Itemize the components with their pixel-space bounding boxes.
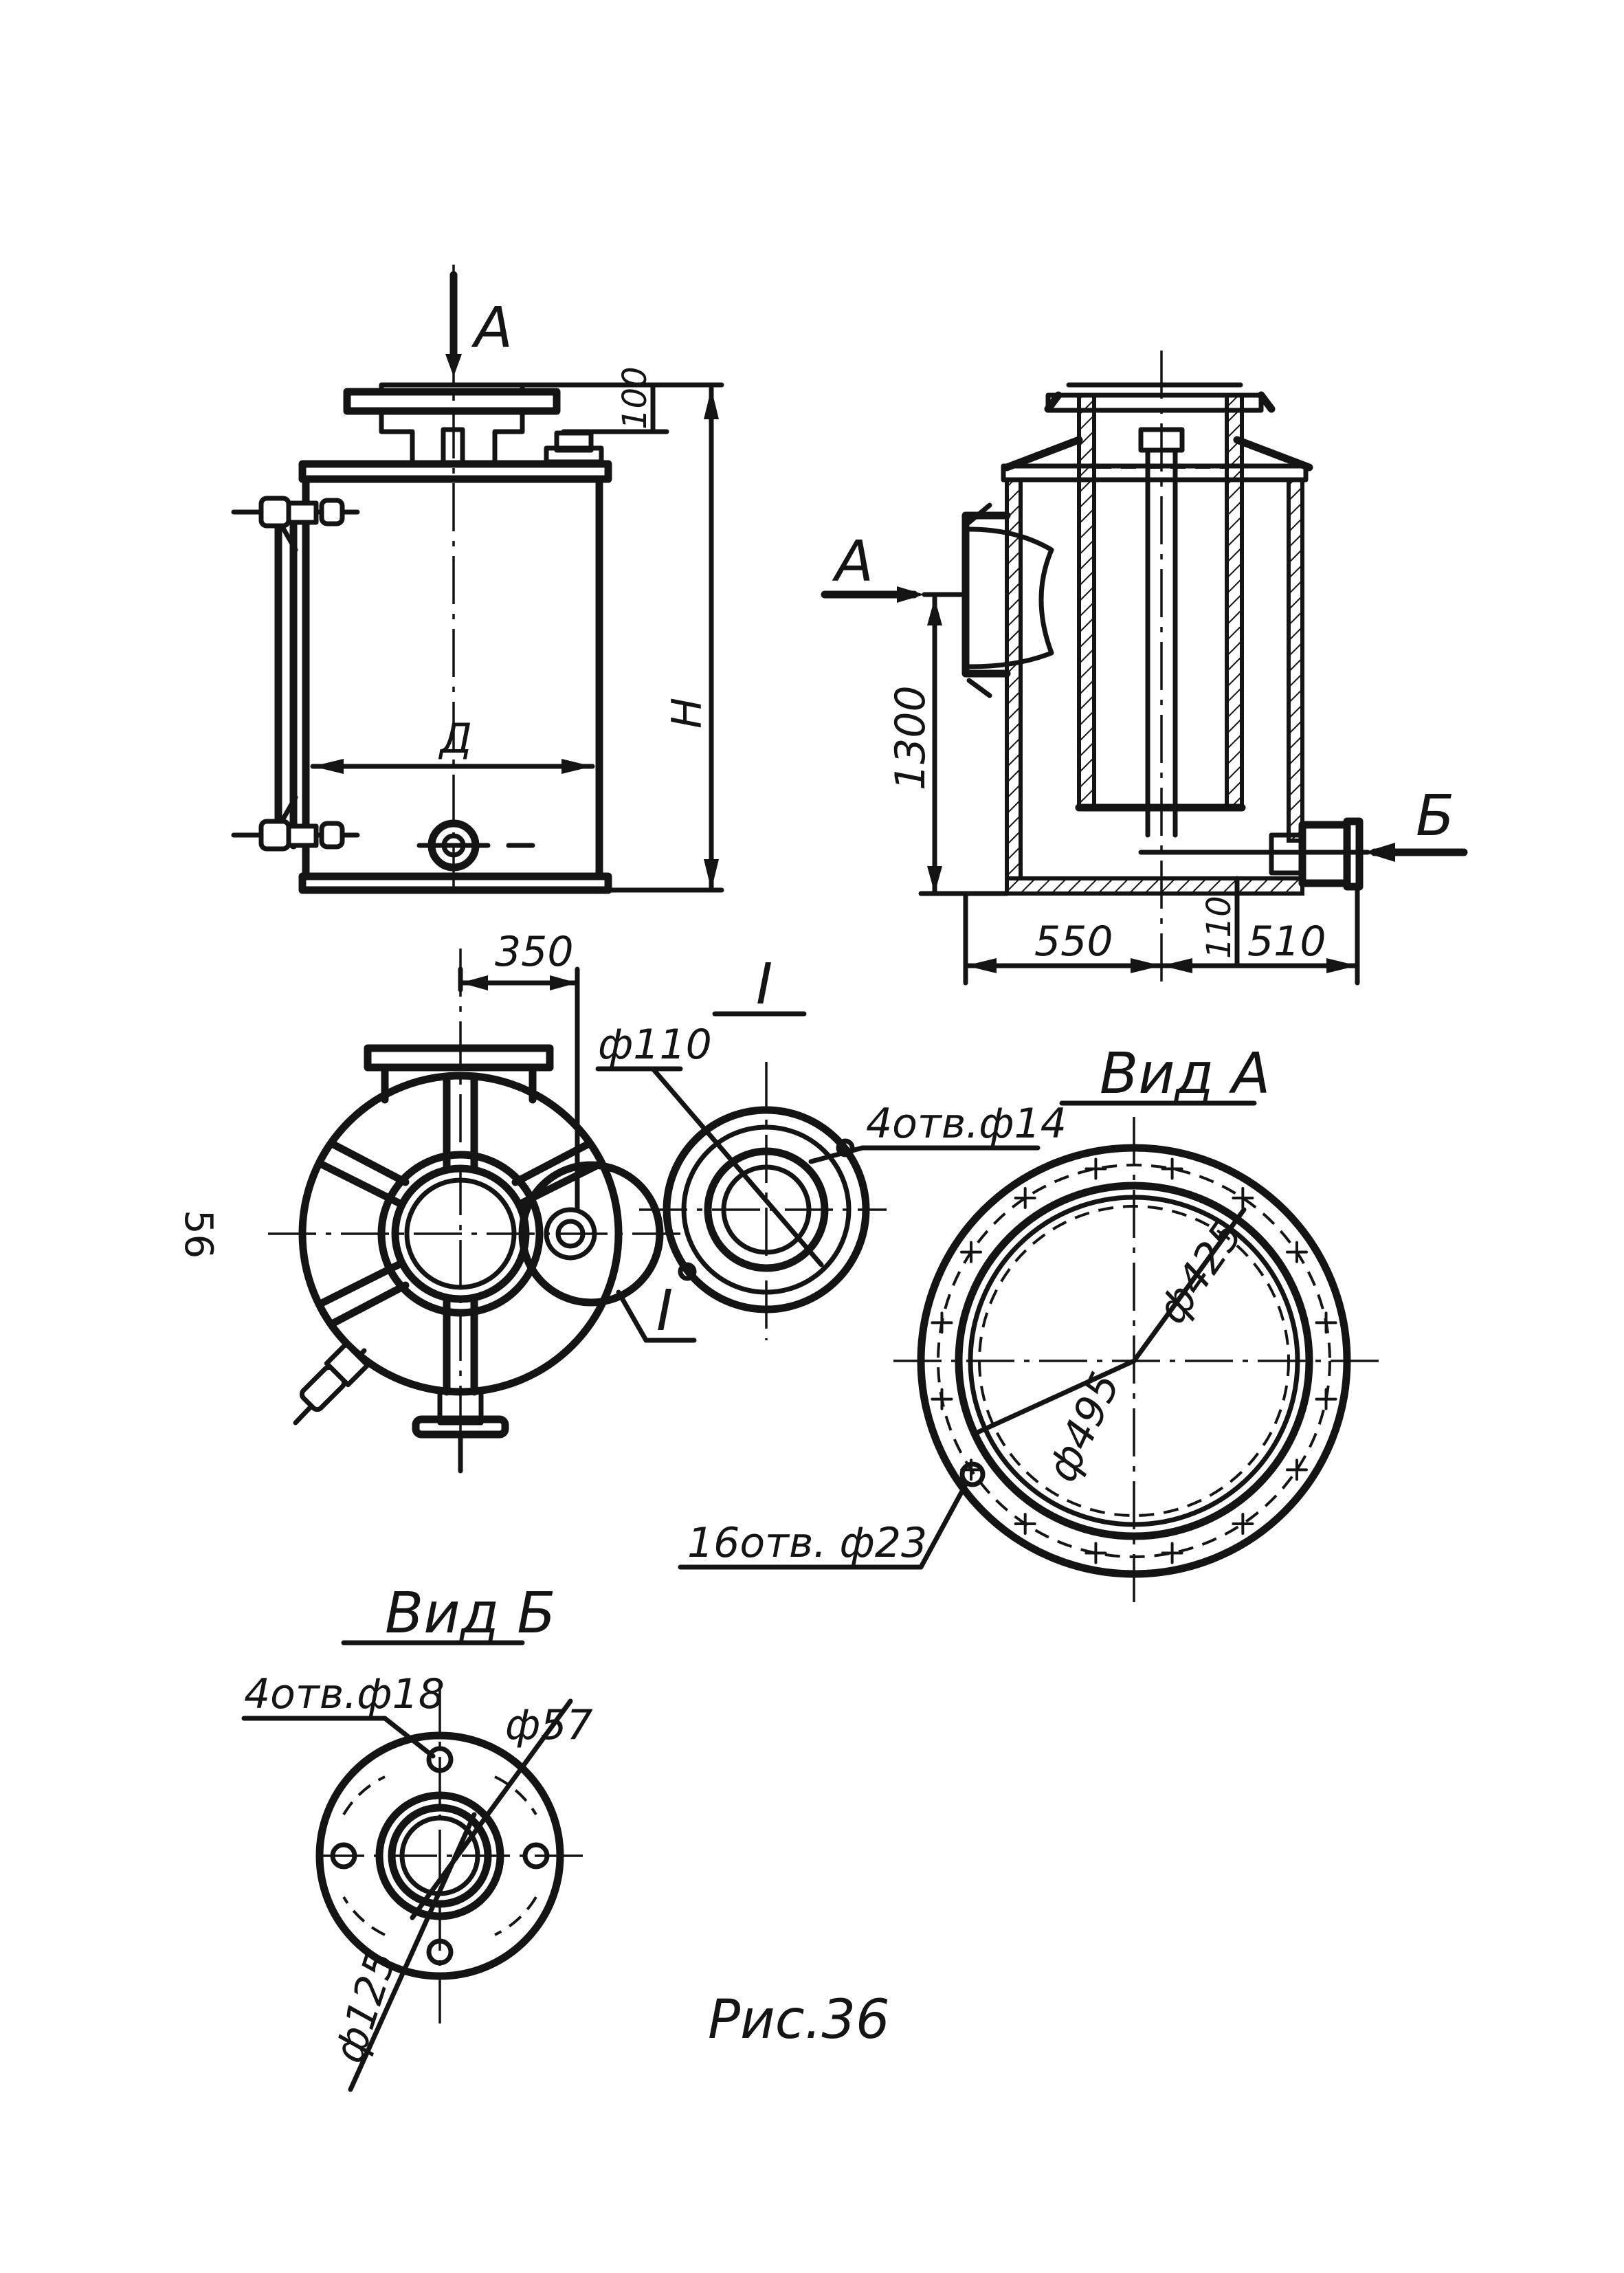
- detail-callout-circle: [518, 1161, 664, 1307]
- detail-view: I ф110 4отв.ф14: [595, 952, 1067, 1340]
- view-b-flange: [315, 1731, 564, 1980]
- view-b: Вид Б 4отв.ф18 ф57 ф125: [241, 1581, 593, 2092]
- dim-110-label: 110: [1200, 896, 1238, 959]
- dim-top-100-label: 100: [616, 366, 654, 430]
- view-b-dim-phi125-label: ф125: [325, 1945, 406, 2068]
- dim-height-label: Н: [663, 698, 711, 729]
- arrow-b-icon: [1364, 843, 1395, 862]
- dim-diameter-label: Д: [438, 715, 472, 763]
- detail-dim-phi110-label: ф110: [598, 1021, 712, 1069]
- section-view: А Б 1300 550 510 110: [821, 351, 1468, 986]
- front-view: А: [231, 265, 724, 894]
- arrow-a-icon: [897, 586, 924, 603]
- plan-view: 350 I: [268, 928, 697, 1474]
- view-a-dim-phi425-label: ф425: [1148, 1212, 1252, 1333]
- gauge-valve-bottom-icon: [231, 795, 360, 852]
- gauge-valve-top-icon: [231, 496, 360, 553]
- page-number: 56: [176, 1210, 221, 1259]
- view-b-title: Вид Б: [385, 1581, 556, 1646]
- detail-title: I: [756, 952, 772, 1017]
- view-a-outer-flange: [917, 1144, 1351, 1578]
- dim-550-label: 550: [1034, 918, 1113, 966]
- section-arrow-b-label: Б: [1416, 784, 1454, 849]
- view-a-holes-label: 16отв. ф23: [687, 1519, 927, 1567]
- front-section-mark: А: [471, 296, 513, 361]
- view-a-dim-phi495-label: ф495: [1038, 1365, 1130, 1489]
- figure-caption: Рис.36: [708, 1989, 890, 2051]
- plan-valve-icon: [293, 1341, 370, 1426]
- view-a-bolt-holes: [931, 1157, 1337, 1564]
- section-arrow-a-label: А: [832, 529, 874, 595]
- dim-510-label: 510: [1247, 918, 1326, 966]
- dim-350-label: 350: [495, 928, 574, 976]
- detail-holes-label: 4отв.ф14: [866, 1100, 1067, 1148]
- view-a-title: Вид А: [1100, 1041, 1270, 1107]
- detail-callout-label: I: [656, 1278, 673, 1344]
- dim-1300-label: 1300: [887, 685, 935, 790]
- view-b-dim-phi57-label: ф57: [505, 1701, 593, 1749]
- view-a: Вид А ф425 ф495 16отв. ф23: [678, 1041, 1388, 1608]
- view-b-holes-label: 4отв.ф18: [244, 1670, 445, 1718]
